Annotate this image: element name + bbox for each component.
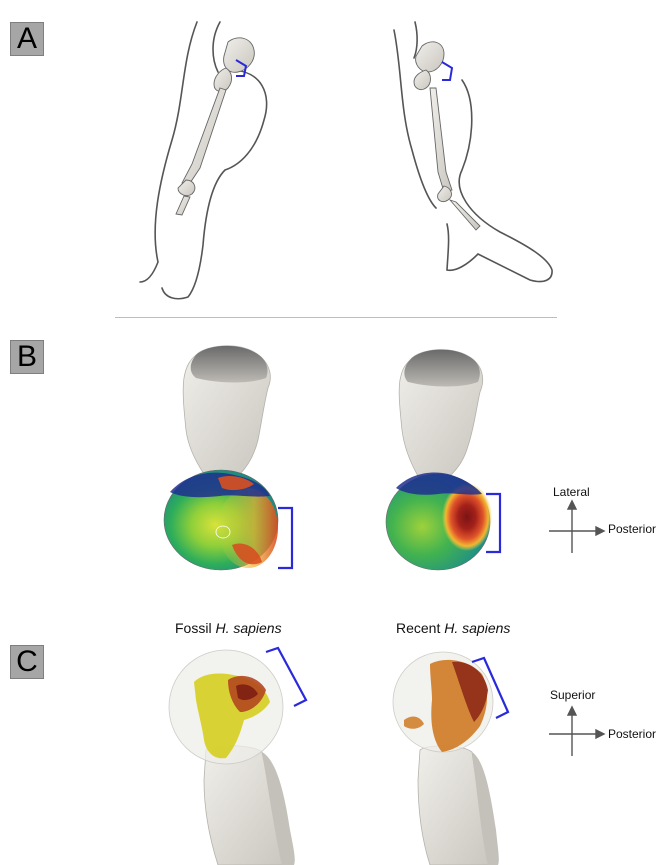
- caption-fossil-prefix: Fossil: [175, 620, 215, 636]
- femur-recent-c: [393, 652, 499, 865]
- axis-b-posterior-label: Posterior: [608, 522, 656, 536]
- femur-fossil-c: [169, 650, 295, 865]
- bracket-b-fossil: [278, 508, 292, 568]
- caption-fossil: Fossil H. sapiens: [175, 620, 282, 636]
- femur-fossil-b: [164, 346, 278, 570]
- caption-recent-species: H. sapiens: [444, 620, 510, 636]
- femur-recent-b: [386, 350, 492, 570]
- caption-fossil-species: H. sapiens: [215, 620, 281, 636]
- axis-c-posterior-label: Posterior: [608, 727, 656, 741]
- axis-cross-c: [549, 707, 604, 756]
- axis-b-lateral-label: Lateral: [553, 485, 590, 499]
- caption-recent: Recent H. sapiens: [396, 620, 510, 636]
- bracket-a-right: [442, 62, 452, 80]
- axis-cross-b: [549, 501, 604, 553]
- caption-recent-prefix: Recent: [396, 620, 444, 636]
- axis-c-superior-label: Superior: [550, 688, 595, 702]
